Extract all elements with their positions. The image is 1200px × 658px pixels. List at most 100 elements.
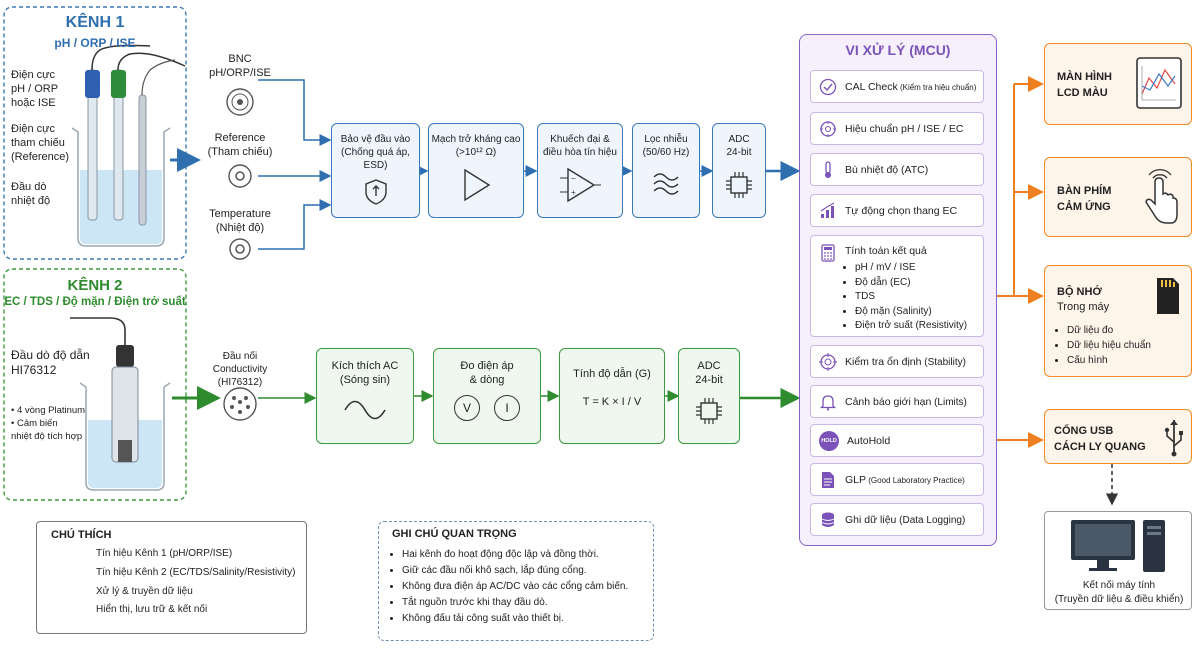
- target-icon: [819, 352, 837, 371]
- note-item: Không đưa điện áp AC/DC vào các cổng cảm…: [402, 579, 628, 595]
- calc-results-list: pH / mV / ISE Độ dẫn (EC) TDS Độ mặn (Sa…: [845, 261, 967, 334]
- calculator-icon: [821, 244, 835, 262]
- legend-item: Xử lý & truyền dữ liệu: [96, 586, 193, 597]
- thermometer-icon: [825, 160, 831, 178]
- lcd-screen-icon: [1136, 57, 1182, 109]
- filter-wave-icon: [653, 173, 679, 195]
- conductivity-connector-symbol: [223, 387, 257, 421]
- bnc-connector-symbol: [226, 88, 254, 116]
- voltmeter-icon: V: [454, 395, 480, 421]
- note-item: Tắt nguồn trước khi thay đầu dò.: [402, 595, 628, 611]
- computer-block: Kết nối máy tính(Truyền dữ liệu & điều k…: [1044, 511, 1192, 610]
- temperature-connector-label: Temperature(Nhiệt độ): [209, 208, 271, 234]
- svg-text:+: +: [571, 188, 576, 197]
- legend-title: CHÚ THÍCH: [51, 529, 112, 541]
- conductivity-probe: [116, 345, 134, 367]
- mcu-cal-check: CAL Check (Kiểm tra hiệu chuẩn): [810, 70, 984, 103]
- memory-item: Dữ liệu hiệu chuẩn: [1067, 338, 1151, 353]
- mcu-stability: Kiểm tra ổn định (Stability): [810, 345, 984, 378]
- bar-chart-icon: [820, 202, 835, 218]
- input-protection-block: Bảo vệ đầu vào(Chống quá áp,ESD): [331, 123, 420, 218]
- channel2-subtitle: EC / TDS / Độ mặn / Điện trở suất: [4, 296, 186, 308]
- legend-item: Tín hiệu Kênh 2 (EC/TDS/Salinity/Resisti…: [96, 567, 296, 578]
- hold-icon: HOLD: [819, 430, 839, 451]
- mcu-glp: GLP (Good Laboratory Practice): [810, 463, 984, 496]
- shield-icon: [364, 179, 387, 205]
- note-item: Không đấu tải công suất vào thiết bị.: [402, 611, 628, 627]
- chip-icon: [726, 172, 752, 198]
- sine-wave-icon: [344, 400, 386, 420]
- temperature-connector-symbol: [229, 238, 251, 260]
- conductance-formula: T = K × I / V: [582, 396, 642, 408]
- calc-result-item: Độ dẫn (EC): [855, 276, 967, 291]
- computer-icon: [1071, 520, 1165, 572]
- mcu-calibration: Hiệu chuẩn pH / ISE / EC: [810, 112, 984, 145]
- memory-items: Dữ liệu đo Dữ liệu hiệu chuẩn Cấu hình: [1057, 323, 1151, 368]
- svg-text:−: −: [571, 174, 576, 183]
- voltage-current-block: Đo điện áp& dòng V I: [433, 348, 541, 444]
- mcu-auto-range: Tự động chọn thang EC: [810, 194, 984, 227]
- notes-box: [378, 521, 654, 641]
- touch-hand-icon: [1145, 169, 1178, 224]
- reference-connector-symbol: [228, 164, 252, 188]
- legend-item: Hiển thị, lưu trữ & kết nối: [96, 604, 208, 615]
- calc-result-item: Độ mặn (Salinity): [855, 305, 967, 320]
- mcu-data-logging: Ghi dữ liệu (Data Logging): [810, 503, 984, 536]
- channel1-subtitle: pH / ORP / ISE: [54, 36, 136, 50]
- calc-result-item: pH / mV / ISE: [855, 261, 967, 276]
- usb-icon: [1164, 420, 1183, 457]
- chip-icon: [696, 398, 722, 424]
- mcu-results-calc: Tính toán kết quả pH / mV / ISE Độ dẫn (…: [810, 235, 984, 337]
- check-circle-icon: [819, 78, 837, 95]
- channel1-title: KÊNH 1: [65, 14, 125, 31]
- note-item: Giữ các đầu nối khô sạch, lắp đúng cổng.: [402, 563, 628, 579]
- memory-item: Dữ liệu đo: [1067, 323, 1151, 338]
- calc-result-item: TDS: [855, 290, 967, 305]
- channel2-title: KÊNH 2: [67, 277, 123, 294]
- noise-filter-block: Lọc nhiễu(50/60 Hz): [632, 123, 700, 218]
- mcu-limits: Cảnh báo giới hạn (Limits): [810, 385, 984, 418]
- buffer-amplifier-icon: [464, 168, 491, 202]
- mcu-title: VI XỬ LÝ (MCU): [845, 42, 951, 58]
- calibration-icon: [820, 120, 836, 137]
- ammeter-icon: I: [494, 395, 520, 421]
- note-item: Hai kênh đo hoạt động độc lập và đồng th…: [402, 547, 628, 563]
- document-icon: [822, 471, 834, 488]
- temperature-probe: [138, 94, 147, 226]
- database-icon: [821, 512, 835, 527]
- mcu-autohold: HOLD AutoHold: [810, 424, 984, 457]
- legend-item: Tín hiệu Kênh 1 (pH/ORP/ISE): [96, 548, 233, 559]
- op-amp-icon: −+: [560, 167, 601, 203]
- reference-connector-label: Reference(Tham chiếu): [207, 132, 273, 158]
- legend-box: [36, 521, 307, 634]
- amplifier-block: Khuếch đại &điều hòa tín hiệu −+: [537, 123, 623, 218]
- notes-list: Hai kênh đo hoạt động độc lập và đồng th…: [392, 547, 628, 627]
- memory-card-icon: [1157, 278, 1179, 314]
- ch1-beaker-illustration: [71, 44, 186, 247]
- ac-excitation-block: Kích thích AC(Sóng sin): [316, 348, 414, 444]
- calc-title: Tính toán kết quả: [845, 245, 927, 257]
- memory-item: Cấu hình: [1067, 353, 1151, 368]
- channel1-frame: [3, 6, 187, 260]
- bell-icon: [819, 394, 837, 410]
- notes-title: GHI CHÚ QUAN TRỌNG: [392, 528, 517, 540]
- calc-result-item: Điện trở suất (Resistivity): [855, 319, 967, 334]
- conductance-calc-block: Tính độ dẫn (G) T = K × I / V: [559, 348, 665, 444]
- mcu-temp-compensation: Bù nhiệt độ (ATC): [810, 153, 984, 186]
